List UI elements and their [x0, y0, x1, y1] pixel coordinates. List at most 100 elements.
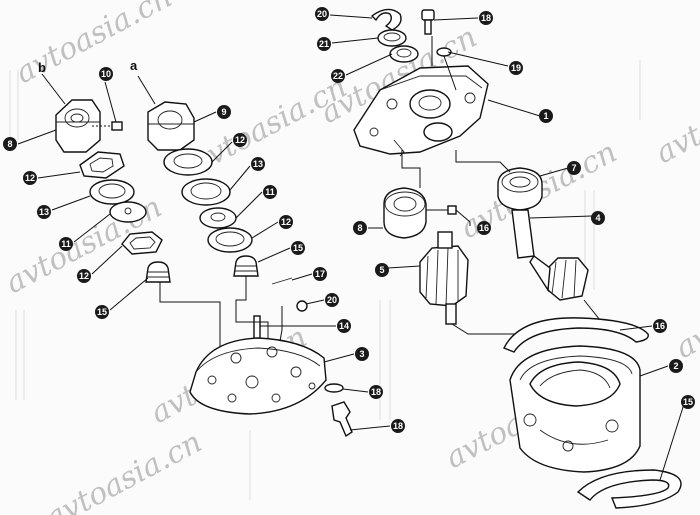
- callout-10: 10: [99, 67, 113, 81]
- callout-circle: [479, 11, 493, 25]
- callout-11: 11: [59, 237, 73, 251]
- part-bolt-18c: [331, 401, 353, 438]
- callout-circle: [37, 205, 51, 219]
- callout-18: 18: [479, 11, 493, 25]
- callout-label: 15: [97, 307, 107, 317]
- part-bearing-22: [389, 45, 419, 63]
- callout-circle: [509, 61, 523, 75]
- part-washer-11b: [199, 207, 237, 229]
- callout-13: 13: [37, 205, 51, 219]
- part-nut-a: [147, 101, 195, 151]
- callout-label: 18: [371, 387, 381, 397]
- callout-circle: [313, 267, 327, 281]
- callout-label: 3: [359, 349, 364, 359]
- callout-18: 18: [369, 385, 383, 399]
- callout-circle: [653, 319, 667, 333]
- callout-label: 12: [79, 271, 89, 281]
- callout-circle: [217, 105, 231, 119]
- callout-circle: [23, 171, 37, 185]
- callout-label: 12: [235, 135, 245, 145]
- callout-13: 13: [251, 157, 265, 171]
- callout-circle: [317, 37, 331, 51]
- part-gear-5: [419, 231, 469, 325]
- callout-8: 8: [353, 221, 367, 235]
- callout-circle: [77, 269, 91, 283]
- callout-4: 4: [591, 211, 605, 225]
- callout-circle: [337, 319, 351, 333]
- part-washer-11a: [109, 201, 147, 223]
- callout-16: 16: [653, 319, 667, 333]
- callout-16: 16: [477, 221, 491, 235]
- callout-14: 14: [337, 319, 351, 333]
- callout-label: 12: [281, 217, 291, 227]
- part-pump-housing-1: [353, 65, 489, 157]
- part-bolt-18a: [421, 9, 435, 35]
- part-ball-20b: [296, 300, 308, 312]
- callout-circle: [233, 133, 247, 147]
- callout-label: 16: [655, 321, 665, 331]
- callout-label: 2: [673, 361, 678, 371]
- callout-label: 11: [265, 187, 275, 197]
- part-cover-plate-3: [189, 337, 327, 415]
- callout-17: 17: [313, 267, 327, 281]
- callout-20: 20: [315, 7, 329, 21]
- callout-5: 5: [375, 263, 389, 277]
- callout-15: 15: [291, 241, 305, 255]
- callout-circle: [331, 69, 345, 83]
- callout-label: 15: [293, 243, 303, 253]
- callout-circle: [369, 385, 383, 399]
- callout-label: 15: [683, 397, 693, 407]
- callout-circle: [539, 109, 553, 123]
- callout-label: 8: [357, 223, 362, 233]
- callout-label: 20: [317, 9, 327, 19]
- callout-label: 18: [481, 13, 491, 23]
- callout-22: 22: [331, 69, 345, 83]
- callout-circle: [325, 293, 339, 307]
- callout-circle: [391, 419, 405, 433]
- callout-label: 8: [7, 139, 12, 149]
- letter-a: a: [130, 58, 138, 73]
- callout-label: 16: [479, 223, 489, 233]
- callout-label: 12: [25, 173, 35, 183]
- callout-circle: [353, 221, 367, 235]
- callout-circle: [567, 161, 581, 175]
- callout-circle: [681, 395, 695, 409]
- callout-circle: [591, 211, 605, 225]
- callout-circle: [251, 157, 265, 171]
- part-drive-shaft-4: [497, 167, 589, 301]
- part-washer-12b: [121, 231, 163, 255]
- part-seal-ring-16c: [576, 469, 682, 509]
- callout-circle: [355, 347, 369, 361]
- callout-circle: [477, 221, 491, 235]
- callout-circle: [3, 137, 17, 151]
- part-pin-10: [92, 81, 123, 131]
- callout-15: 15: [95, 305, 109, 319]
- callout-11: 11: [263, 185, 277, 199]
- callout-18: 18: [391, 419, 405, 433]
- part-washer-21: [377, 29, 407, 47]
- part-washer-12c: [163, 148, 213, 176]
- part-ring-18b: [324, 383, 344, 393]
- callout-circle: [315, 7, 329, 21]
- callout-circle: [59, 237, 73, 251]
- callout-8: 8: [3, 137, 17, 151]
- callout-label: 18: [393, 421, 403, 431]
- callout-circle: [291, 241, 305, 255]
- callout-label: 7: [571, 163, 576, 173]
- callout-3: 3: [355, 347, 369, 361]
- callout-label: 20: [327, 295, 337, 305]
- part-washer-12a: [79, 151, 125, 179]
- part-seal-ring-16b: [503, 317, 649, 353]
- callout-12: 12: [279, 215, 293, 229]
- callout-label: 4: [595, 213, 600, 223]
- callout-label: 9: [221, 107, 226, 117]
- callout-circle: [95, 305, 109, 319]
- callout-label: 14: [339, 321, 349, 331]
- part-plug-15b: [233, 255, 259, 277]
- background-noise: [9, 60, 641, 500]
- callout-label: 17: [315, 269, 325, 279]
- callout-circle: [669, 359, 683, 373]
